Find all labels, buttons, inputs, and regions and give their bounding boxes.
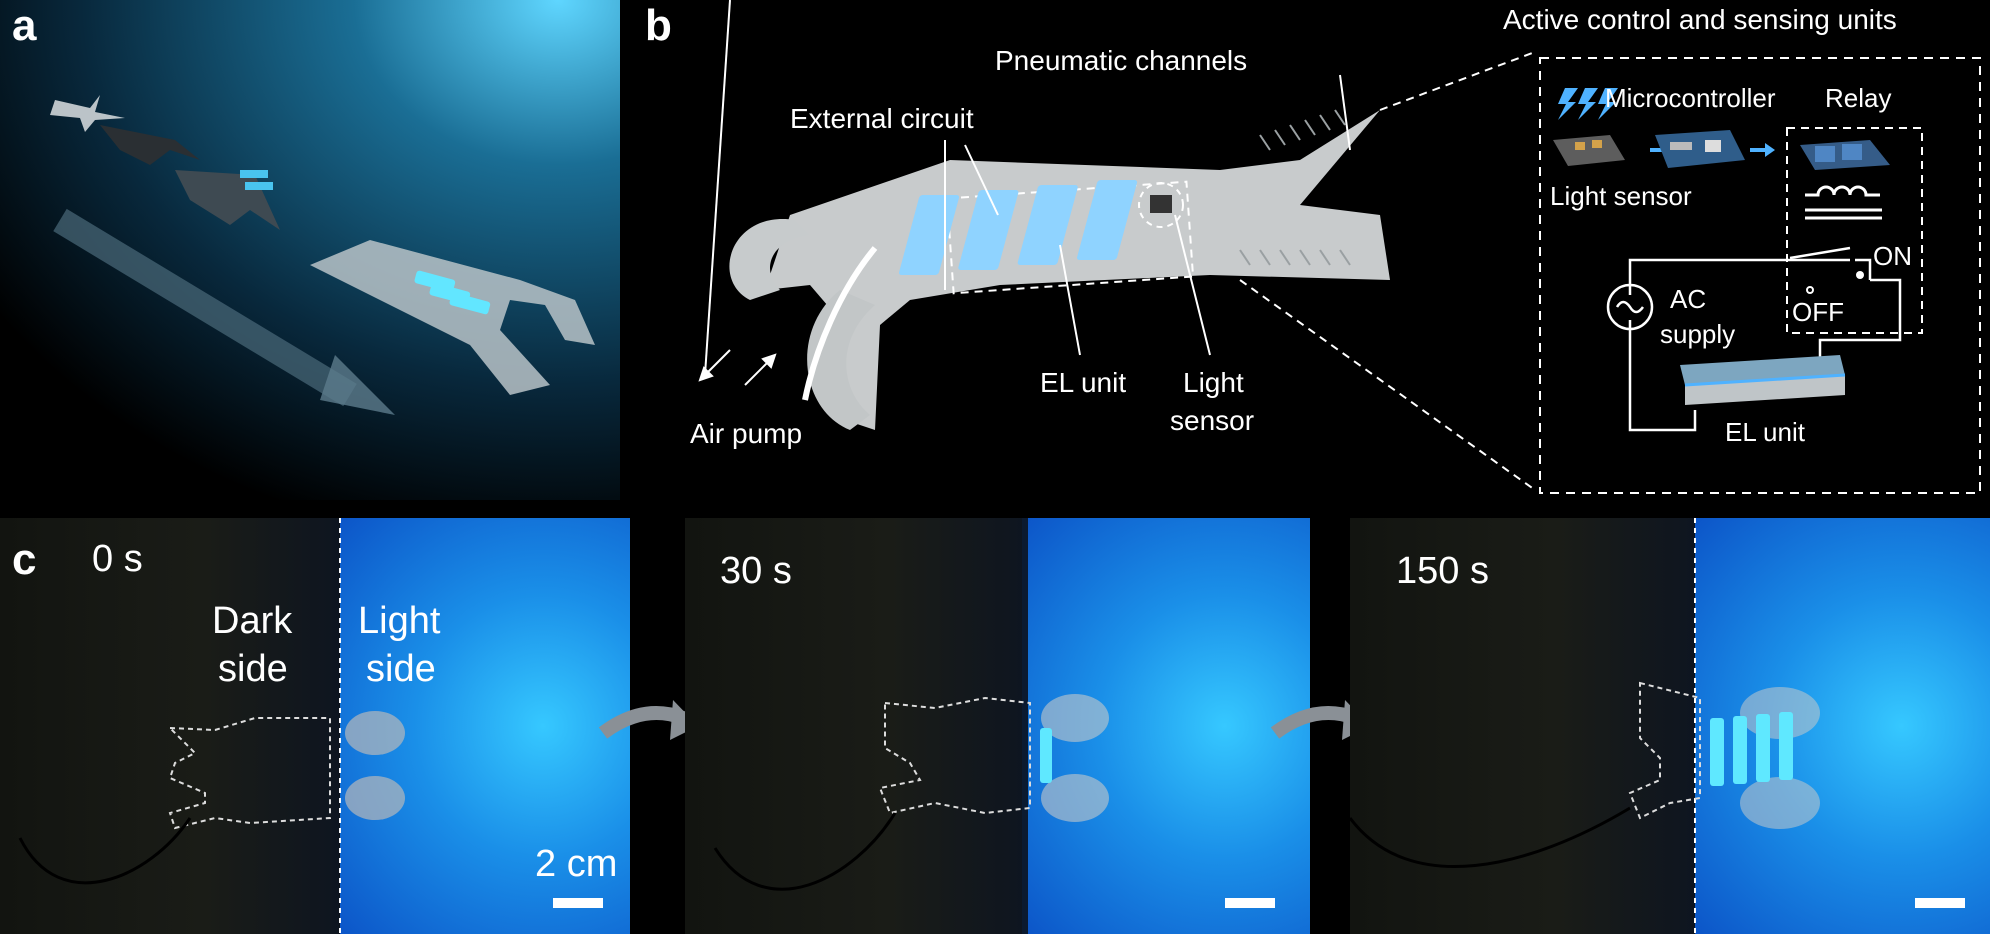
- ac-source-symbol: [1606, 283, 1654, 331]
- panel-a-letter: a: [12, 1, 37, 50]
- motion-arrow-head: [320, 355, 395, 415]
- inset-label-ac: AC: [1670, 284, 1707, 314]
- panel-c-letter: c: [12, 535, 37, 584]
- label-el-unit: EL unit: [1040, 367, 1127, 398]
- frame-30s: 30 s: [685, 518, 1310, 934]
- switch-contact-off: [1806, 286, 1814, 294]
- robot-body: [765, 110, 1390, 430]
- el-glow-pads: [1710, 712, 1793, 786]
- el-unit-slab-icon: [1680, 355, 1846, 405]
- label-pneumatic-channels: Pneumatic channels: [995, 45, 1248, 76]
- panel-a-render: [0, 0, 620, 500]
- inset-box: [1539, 57, 1981, 494]
- robot-outline: [1628, 681, 1701, 820]
- robot-silhouette-2: [100, 125, 200, 165]
- flow-arrow-2: [1750, 143, 1775, 157]
- robot-main: [310, 240, 595, 395]
- leader-lines: [944, 74, 1351, 356]
- label-dark: Dark: [212, 600, 293, 642]
- robot-left-arm-lower: [807, 290, 875, 430]
- zoom-line-bottom: [1239, 279, 1536, 491]
- light-rays-icon: [1558, 88, 1618, 120]
- robot-left-arm-upper: [729, 219, 810, 300]
- inset-label-microcontroller: Microcontroller: [1605, 83, 1776, 113]
- relay-box: [1786, 127, 1923, 334]
- time-label-30s: 30 s: [720, 550, 792, 592]
- robot-silhouette-3: [175, 170, 280, 230]
- robot-schematic: [698, 0, 1981, 494]
- label-light-sensor-line1: Light: [1183, 367, 1244, 398]
- time-arrow-1: [598, 700, 698, 740]
- panel-b-letter: b: [645, 1, 672, 50]
- motion-arrow: [53, 208, 357, 407]
- robot-outline: [878, 696, 1031, 815]
- robot-outline: [167, 717, 331, 830]
- light-sensor-dashed-ring: [1138, 182, 1184, 228]
- zoom-line-top: [1379, 51, 1536, 111]
- time-label-0s: 0 s: [92, 538, 143, 580]
- panel-b: b: [620, 0, 1990, 500]
- el-glow: [1040, 728, 1052, 783]
- relay-coil-symbol: [1805, 185, 1882, 220]
- label-external-circuit: External circuit: [790, 103, 974, 134]
- light-sensor-board-icon: [1553, 135, 1625, 166]
- time-label-150s: 150 s: [1396, 550, 1489, 592]
- circuit-wires: [1628, 246, 1902, 432]
- inset-label-relay: Relay: [1825, 83, 1892, 113]
- inset-title: Active control and sensing units: [1503, 4, 1897, 35]
- scale-bar: [1225, 898, 1275, 908]
- label-light-side: side: [366, 648, 436, 690]
- light-sensor-chip: [1150, 195, 1172, 213]
- scale-bar: [1915, 898, 1965, 908]
- panel-c: c 0 s Dark side Light side 2 cm 30 s: [0, 518, 1990, 934]
- label-air-pump: Air pump: [690, 418, 803, 449]
- air-flow-arrows: [698, 0, 777, 386]
- inset-label-light-sensor: Light sensor: [1550, 181, 1692, 211]
- label-dark-side: side: [218, 648, 288, 690]
- label-light: Light: [358, 600, 441, 642]
- label-light-sensor-line2: sensor: [1170, 405, 1255, 436]
- relay-board-icon: [1800, 140, 1890, 170]
- inset-label-supply: supply: [1660, 319, 1736, 349]
- frame-0s: c 0 s Dark side Light side 2 cm: [0, 518, 630, 934]
- inset-label-on: ON: [1873, 241, 1912, 271]
- pneumatic-channel-ribs: [1239, 109, 1351, 266]
- inset-label-el-unit: EL unit: [1725, 417, 1805, 447]
- panel-a: a: [0, 0, 620, 500]
- switch-contact-on: [1856, 271, 1864, 279]
- wire: [18, 817, 192, 885]
- sine-icon: [1615, 300, 1645, 314]
- inset-label-off: OFF: [1792, 297, 1844, 327]
- scale-bar: [553, 898, 603, 908]
- robot-silhouette-1: [50, 95, 125, 132]
- microcontroller-board-icon: [1655, 130, 1745, 168]
- scale-label: 2 cm: [535, 843, 618, 885]
- frame-150s: 150 s: [1350, 518, 1990, 934]
- air-tube: [802, 246, 878, 401]
